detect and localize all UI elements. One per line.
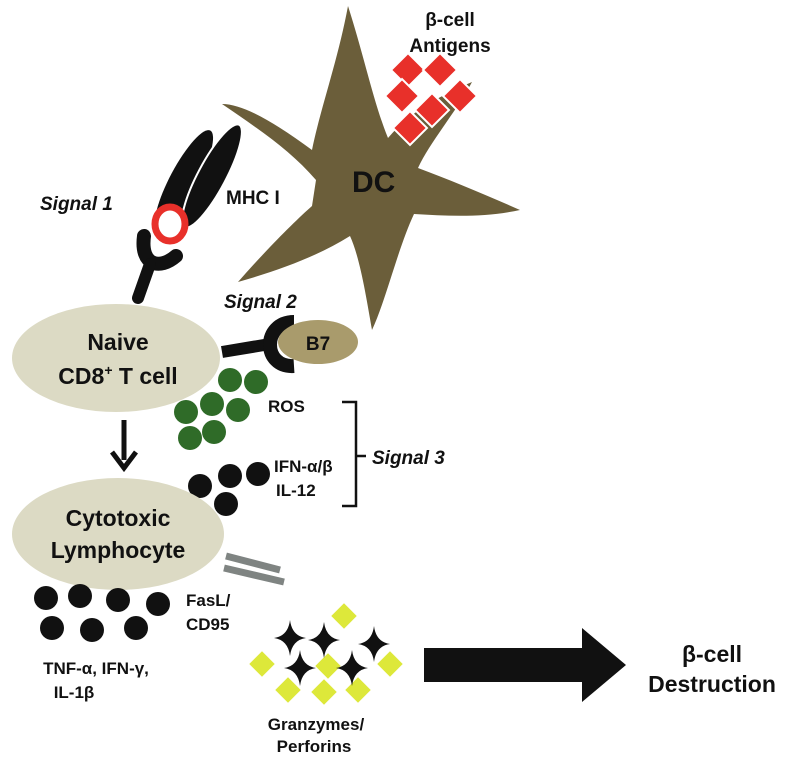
antigen-diamond [383,77,421,115]
dc-label: DC [352,166,395,199]
granzyme-diamond [311,679,337,705]
perforin-star [336,650,368,686]
cytokine-circle [68,584,92,608]
destruction-arrow [424,628,626,702]
cytokine-circle [246,462,270,486]
b7-ligand [278,320,358,364]
signal-2-label: Signal 2 [224,292,297,313]
cytotoxic-lymphocyte [12,478,224,590]
granzyme-diamond [315,653,341,679]
granzyme-diamond [377,651,403,677]
arrow-head [110,450,138,473]
perforin-star [274,620,306,656]
destruction-label-line2: Destruction [648,671,776,697]
granzymes-label-line2: Perforins [277,737,352,756]
destruction-label-line1: β-cell [682,641,742,667]
mhc-label: MHC I [226,188,280,209]
cytokine-circle [188,474,212,498]
antigen-diamond [389,51,427,89]
cytokine-cluster [188,462,270,516]
granzyme-diamond [331,603,357,629]
cytokine-circle [218,464,242,488]
ifn-label: IFN-α/β [274,457,333,476]
cd28-cup [263,315,295,373]
peptide-ring [151,203,189,245]
ctl-label-line1: Cytotoxic [66,505,171,531]
naive-t-cell [12,304,220,412]
antigen-diamond [421,51,459,89]
ros-label: ROS [268,397,305,416]
fasl-label-line2: CD95 [186,615,229,634]
cytokine-circle [214,492,238,516]
antigens-label-line2: Antigens [409,36,490,57]
granzyme-diamond [249,651,275,677]
signal-3-label: Signal 3 [372,448,445,469]
granzyme-diamond [275,677,301,703]
il12-label: IL-12 [276,481,316,500]
cytokine-circle [146,592,170,616]
naive-label-line2: CD8+ T cell [58,362,177,389]
perforin-star [284,650,316,686]
ros-circle [226,398,250,422]
ros-circle [218,368,242,392]
fasl-bar [225,552,281,574]
naive-label-line1: Naive [87,329,148,355]
tcr-receptor [132,229,183,304]
perforin-star [308,622,340,658]
beta-cell-antigens [383,51,479,147]
tcr-stalk [132,258,156,304]
fasl-receptor [223,552,285,586]
signal-3-bracket [342,400,366,508]
antigen-diamond [441,77,479,115]
cd28-stalk [221,338,271,358]
signal-1-label: Signal 1 [40,194,113,215]
ros-cluster [174,368,268,450]
cytokine-circle [124,616,148,640]
dendritic-cell [222,6,520,330]
cytokine-circle [80,618,104,642]
antigens-label-line1: β-cell [425,10,475,31]
cytokine-circle [40,616,64,640]
tnf-label-line2: IL-1β [54,683,95,702]
granzymes-label-line1: Granzymes/ [268,715,365,734]
inflammatory-cytokines [34,584,170,642]
ctl-label-line2: Lymphocyte [51,537,186,563]
ros-circle [174,400,198,424]
ros-circle [200,392,224,416]
fasl-label-line1: FasL/ [186,591,231,610]
granzyme-diamond [345,677,371,703]
fasl-bar [223,564,285,586]
differentiation-arrow [110,420,138,473]
perforin-star [358,626,390,662]
tnf-label-line1: TNF-α, IFN-γ, [43,659,149,678]
b7-label: B7 [306,334,330,355]
antigen-diamond [413,91,451,129]
cytokine-circle [106,588,130,612]
ros-circle [202,420,226,444]
ros-circle [244,370,268,394]
antigen-diamond [391,109,429,147]
granzymes-perforins [249,603,403,705]
ros-circle [178,426,202,450]
cytokine-circle [34,586,58,610]
